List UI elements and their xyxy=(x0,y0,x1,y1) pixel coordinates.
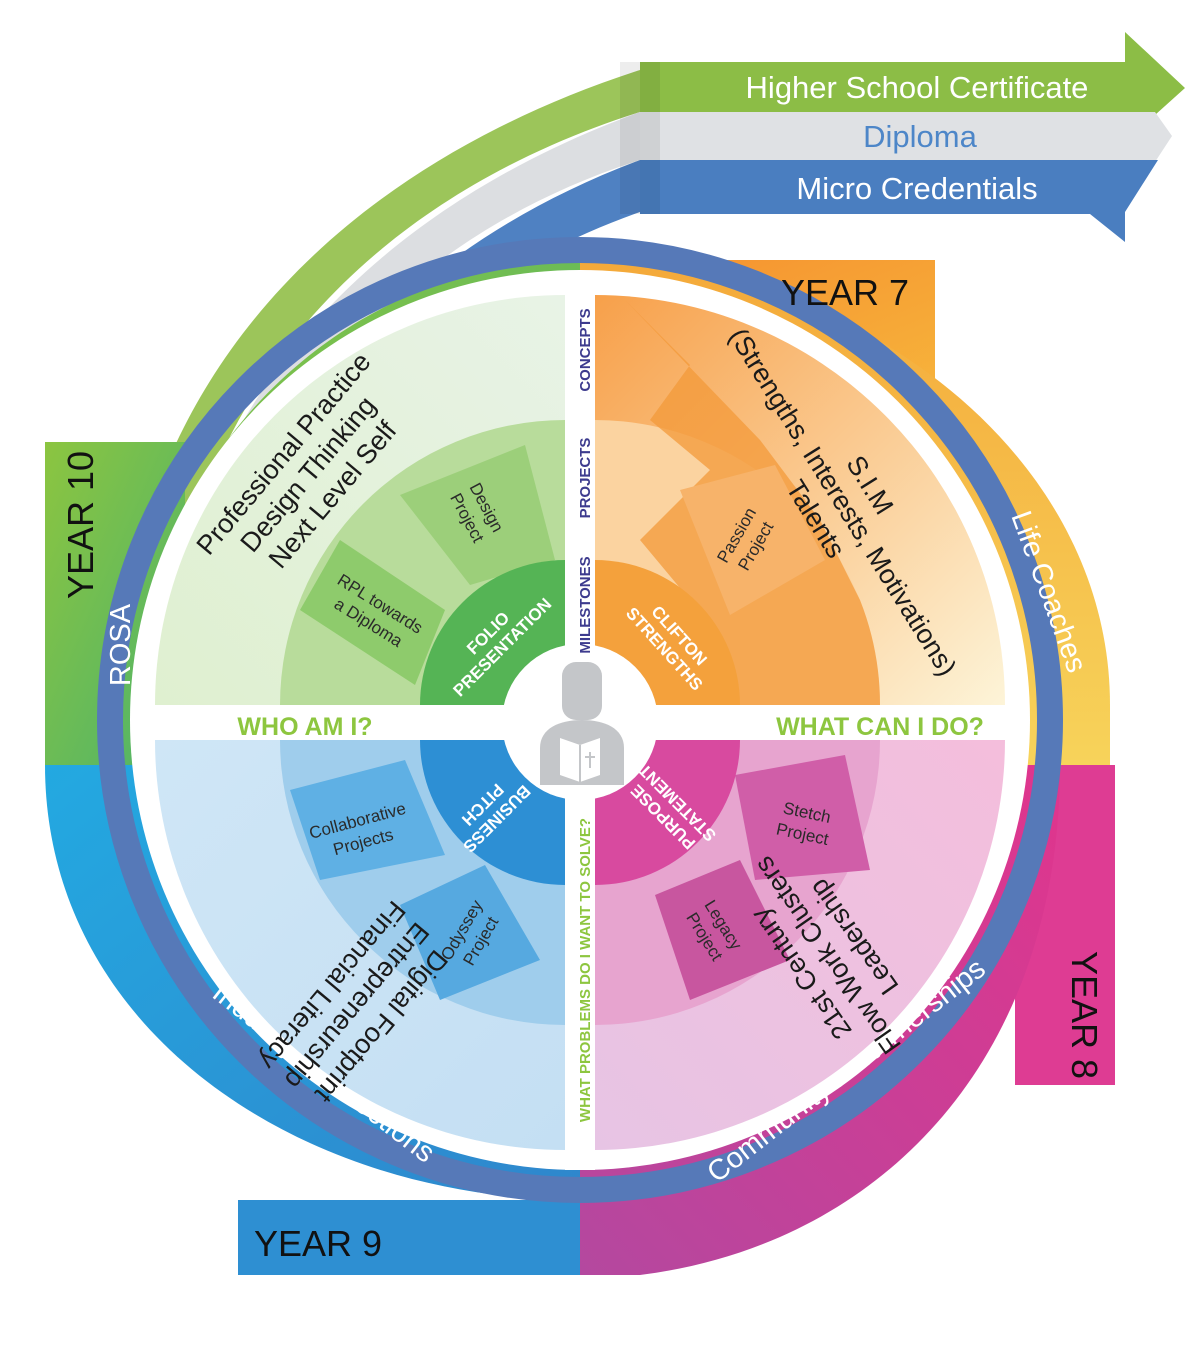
axis-label-concepts: CONCEPTS xyxy=(577,308,594,391)
question-who-am-i: WHO AM I? xyxy=(237,713,372,741)
axis-label-milestones: MILESTONES xyxy=(577,556,594,653)
credential-hsc-label: Higher School Certificate xyxy=(746,70,1089,105)
credential-micro-label: Micro Credentials xyxy=(796,171,1037,206)
outer-ring-band xyxy=(97,237,1063,1203)
credential-diploma-label: Diploma xyxy=(863,119,977,154)
year-9-corner xyxy=(238,1200,580,1275)
ribbon-green-arc xyxy=(120,70,640,700)
student-reading-book-icon xyxy=(540,662,624,785)
year-7-label: YEAR 7 xyxy=(781,272,909,313)
credential-band-hsc xyxy=(640,32,1185,115)
question-what-can-i-do: WHAT CAN I DO? xyxy=(776,713,984,741)
year-10-label: YEAR 10 xyxy=(60,451,101,599)
outer-label-rosa: ROSA xyxy=(105,603,137,686)
credential-band-diploma xyxy=(640,112,1172,162)
project-cell-legacy xyxy=(655,860,790,1000)
project-cell-rpl xyxy=(300,540,445,685)
project-cell-collaborative xyxy=(290,760,445,880)
project-cell-stetch xyxy=(735,755,870,880)
project-cell-odyssey xyxy=(400,865,540,1000)
question-problems: WHAT PROBLEMS DO I WANT TO SOLVE? xyxy=(577,818,594,1122)
year-9-label: YEAR 9 xyxy=(254,1223,382,1264)
year-8-label: YEAR 8 xyxy=(1064,951,1105,1079)
credential-band-micro xyxy=(640,160,1158,242)
project-cells xyxy=(290,445,870,1000)
project-cell-design xyxy=(400,445,555,585)
project-cell-passion xyxy=(680,465,825,615)
ribbon-fold-shadow xyxy=(620,62,660,214)
axis-label-projects: PROJECTS xyxy=(577,438,594,519)
